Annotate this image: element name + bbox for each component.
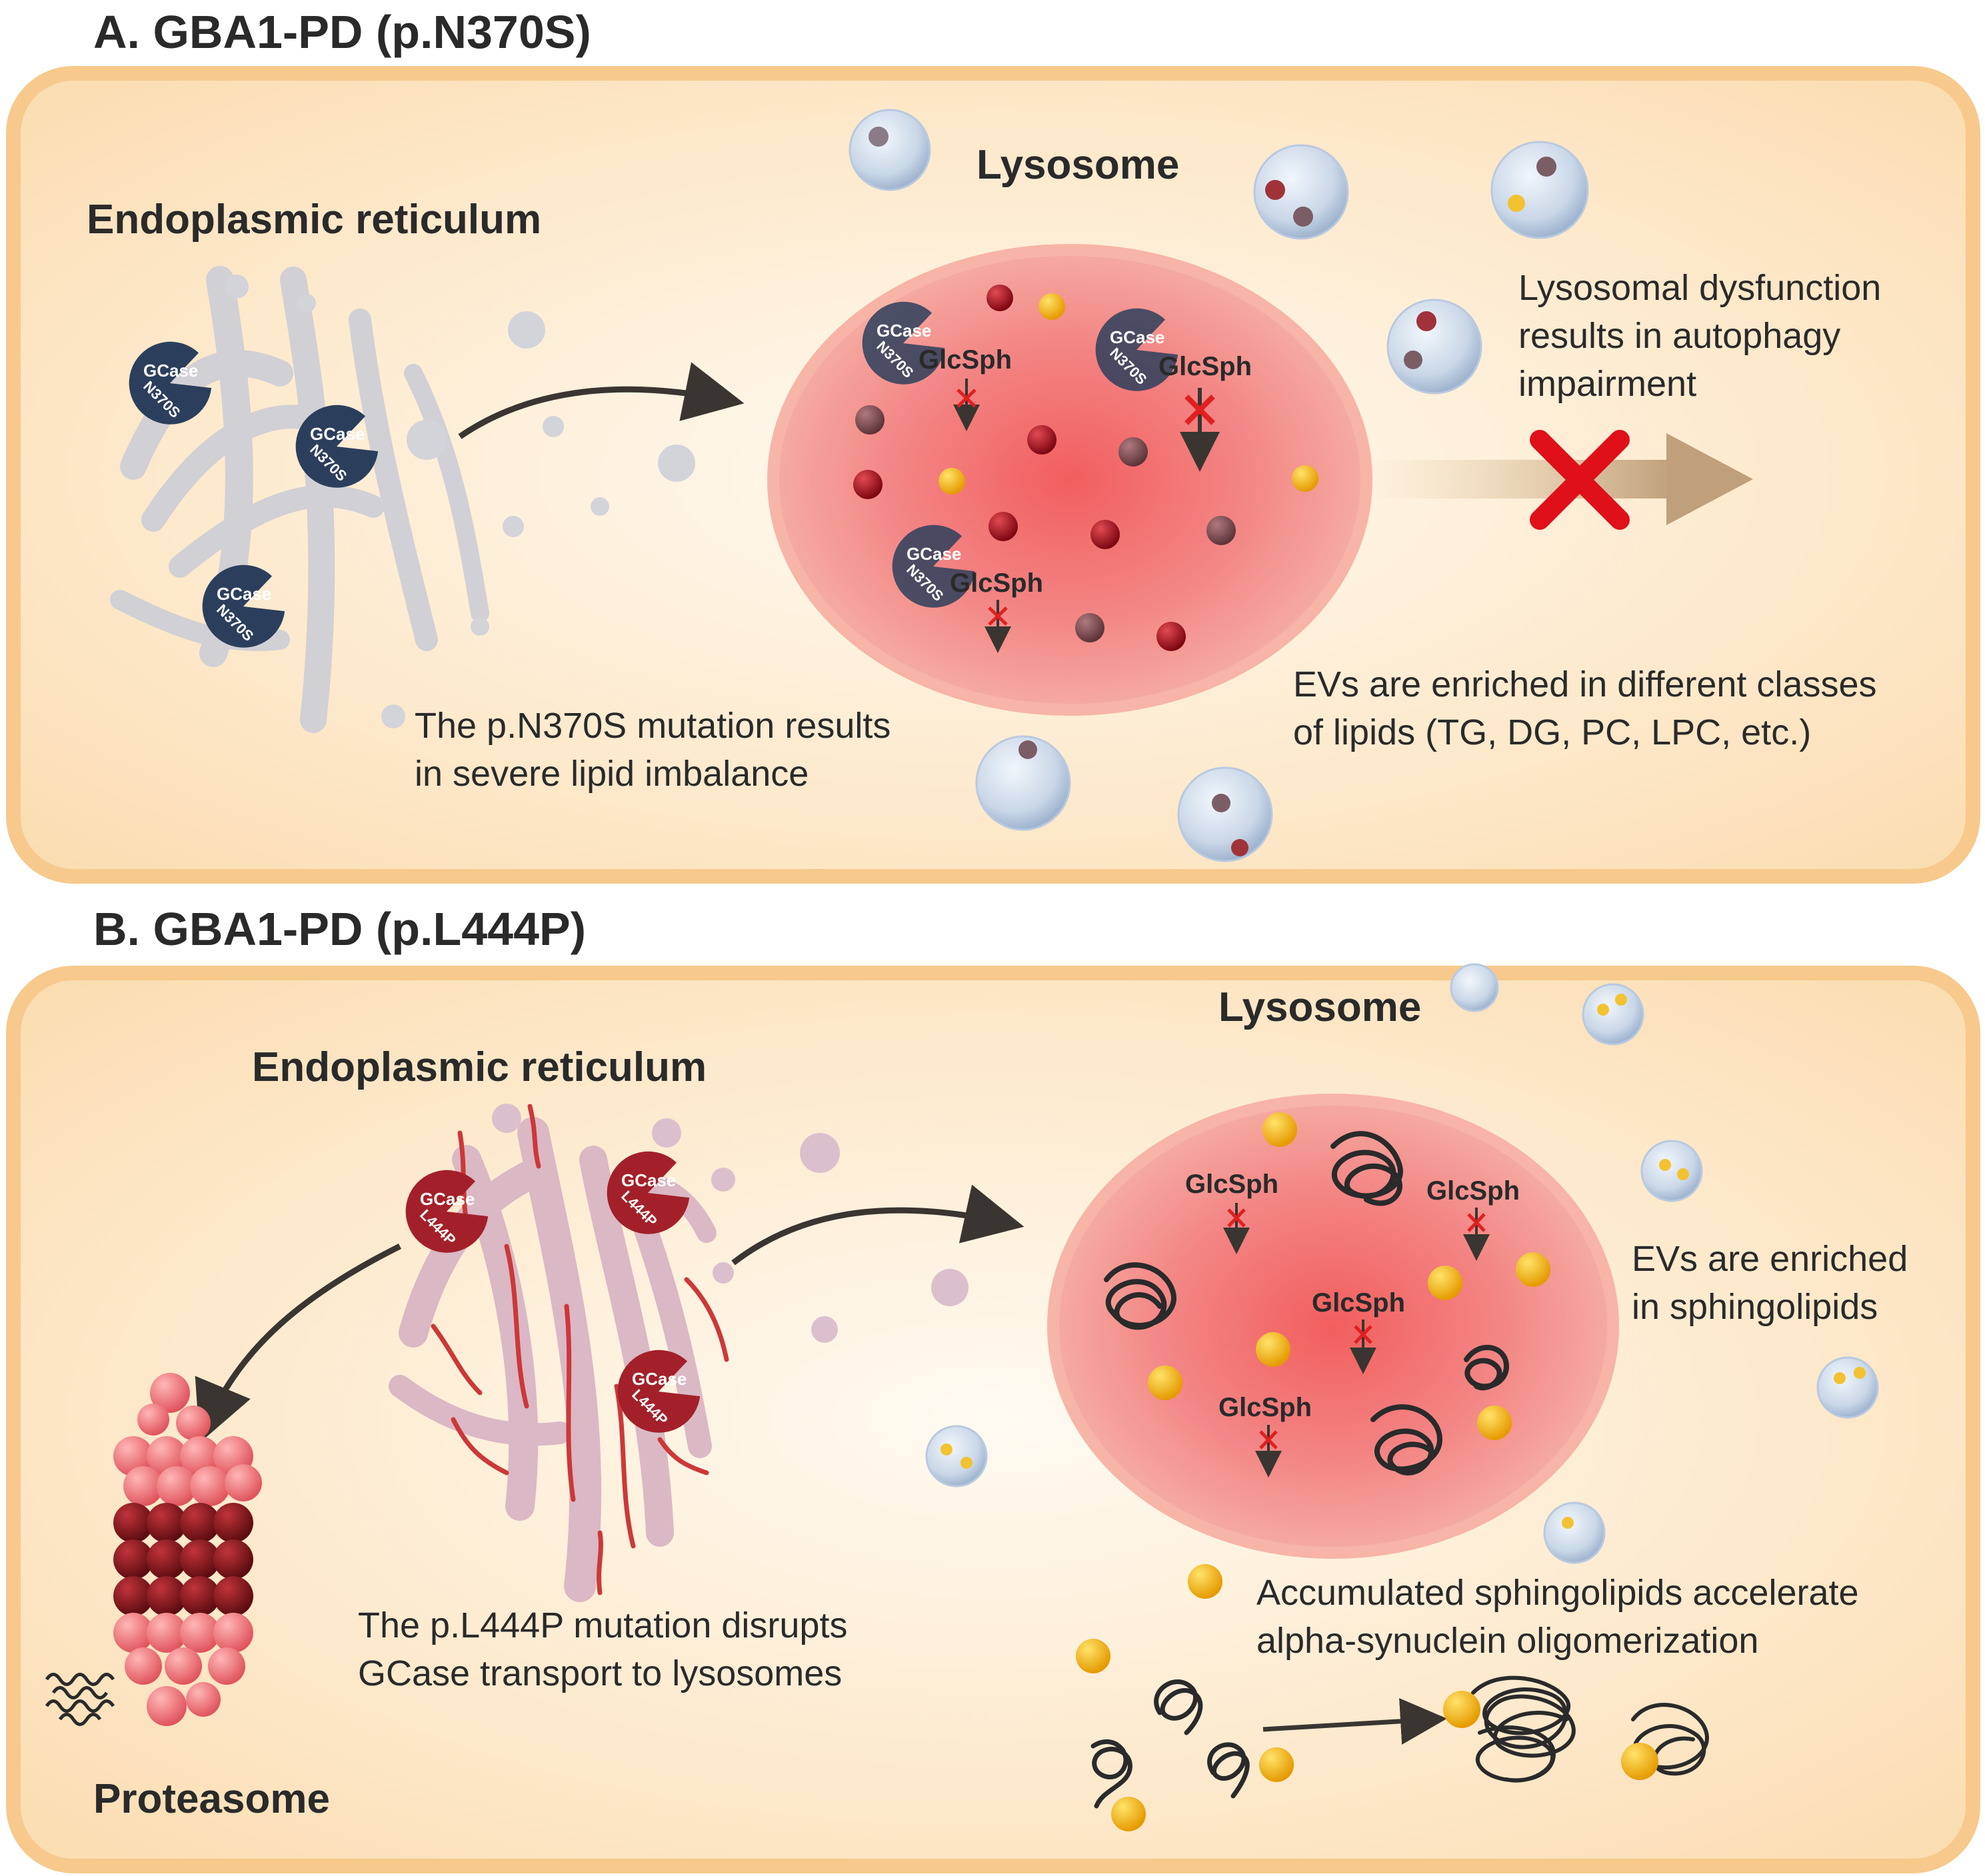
arrow-er-to-proteasome (195, 1243, 402, 1443)
gcase-n370s-er-2: GCase N370S (295, 405, 379, 488)
gcase-n370s-lyso-2: GCase N370S (1095, 308, 1178, 391)
panel-b-er-label: Endoplasmic reticulum (252, 1044, 707, 1090)
monomer-synuclein-group (1076, 1639, 1294, 1831)
inhibited-arrow-a2 (1180, 388, 1220, 472)
synuclein-oligomer-aggregates (1443, 1675, 1709, 1783)
er-mauve (389, 1117, 717, 1602)
er-grey (110, 266, 489, 733)
inhibited-arrow-a1 (953, 379, 980, 431)
sphingolipids-lysosome-b (1148, 1112, 1550, 1440)
glcsph-label-b1: GlcSph (1185, 1170, 1278, 1199)
gcase-n370s-lyso-3: GCase N370S (892, 524, 975, 608)
panel-a-heading: A. GBA1-PD (p.N370S) (93, 6, 591, 58)
autophagy-blocked-arrow (1366, 430, 1753, 530)
lipids-lysosome-a (853, 285, 1318, 651)
mutation-text-b-line-1: The p.L444P mutation disrupts (358, 1605, 847, 1645)
glcsph-label-b2: GlcSph (1426, 1176, 1520, 1206)
proteasome (113, 1373, 262, 1726)
svg-text:GCase: GCase (217, 584, 271, 604)
inhibited-arrow-b2 (1463, 1208, 1490, 1261)
accumulation-text-line-2: alpha-synuclein oligomerization (1256, 1621, 1758, 1661)
sphingolipid-legend-ball (1188, 1564, 1222, 1599)
glcsph-label-b3: GlcSph (1312, 1288, 1405, 1318)
inhibited-arrow-b3 (1350, 1320, 1376, 1374)
mutation-text-a-line-1: The p.N370S mutation results (415, 706, 891, 746)
glcsph-label-b4: GlcSph (1218, 1393, 1312, 1422)
glcsph-label-a3: GlcSph (950, 568, 1043, 598)
svg-text:GCase: GCase (143, 361, 198, 381)
glcsph-label-a2: GlcSph (1158, 352, 1252, 381)
svg-text:GCase: GCase (310, 424, 365, 444)
panel-b-box (6, 966, 1980, 1873)
gcase-n370s-er-3: GCase N370S (202, 564, 285, 648)
ev-text-a-line-1: EVs are enriched in different classes (1293, 664, 1876, 704)
ev-vesicles-b (925, 963, 1879, 1564)
aggregation-arrow (1262, 1697, 1447, 1745)
er-vesicles (225, 275, 695, 728)
mutation-text-a-line-2: in severe lipid imbalance (415, 754, 809, 794)
inhibited-arrow-b1 (1223, 1203, 1250, 1254)
dysfunction-text-line-3: impairment (1518, 364, 1696, 404)
arrow-er-to-lysosome-a (458, 362, 745, 439)
ev-vesicles-a (849, 109, 1589, 862)
lysosome-b (1047, 1094, 1619, 1559)
svg-text:GCase: GCase (420, 1189, 475, 1209)
arrow-er-to-lysosome-b (731, 1184, 1024, 1266)
dysfunction-text-line-2: results in autophagy (1518, 316, 1840, 356)
svg-text:GCase: GCase (632, 1369, 687, 1389)
gcase-n370s-lyso-1: GCase N370S (862, 301, 945, 385)
panel-a-lysosome-label: Lysosome (977, 142, 1179, 188)
svg-text:GCase: GCase (907, 544, 961, 564)
ev-text-b-line-1: EVs are enriched (1632, 1239, 1908, 1279)
gcase-n370s-er-1: GCase N370S (129, 341, 212, 425)
svg-text:GCase: GCase (621, 1170, 676, 1190)
ev-text-b-line-2: in sphingolipids (1632, 1287, 1878, 1327)
panel-a-er-label: Endoplasmic reticulum (87, 197, 541, 243)
glcsph-label-a1: GlcSph (919, 345, 1012, 375)
inhibited-arrow-b4 (1255, 1425, 1282, 1477)
ev-text-a-line-2: of lipids (TG, DG, PC, LPC, etc.) (1293, 712, 1811, 752)
inhibited-arrow-a3 (985, 600, 1011, 653)
mutation-text-b-line-2: GCase transport to lysosomes (358, 1653, 842, 1693)
proteasome-label: Proteasome (93, 1776, 330, 1822)
gcase-l444p-er-2: GCase L444P (607, 1151, 690, 1234)
degraded-peptides (45, 1673, 115, 1726)
panel-b-heading: B. GBA1-PD (p.L444P) (93, 903, 586, 955)
er-mauve-vesicles (492, 1104, 969, 1343)
gcase-l444p-er-3: GCase L444P (617, 1350, 701, 1433)
svg-text:GCase: GCase (877, 321, 931, 341)
gcase-l444p-er-1: GCase L444P (405, 1170, 489, 1253)
alpha-synuclein-oligomers-lyso (1104, 1131, 1510, 1475)
panel-b-lysosome-label: Lysosome (1218, 984, 1421, 1030)
svg-text:GCase: GCase (1110, 327, 1164, 347)
accumulation-text-line-1: Accumulated sphingolipids accelerate (1256, 1573, 1859, 1613)
dysfunction-text-line-1: Lysosomal dysfunction (1518, 268, 1881, 308)
